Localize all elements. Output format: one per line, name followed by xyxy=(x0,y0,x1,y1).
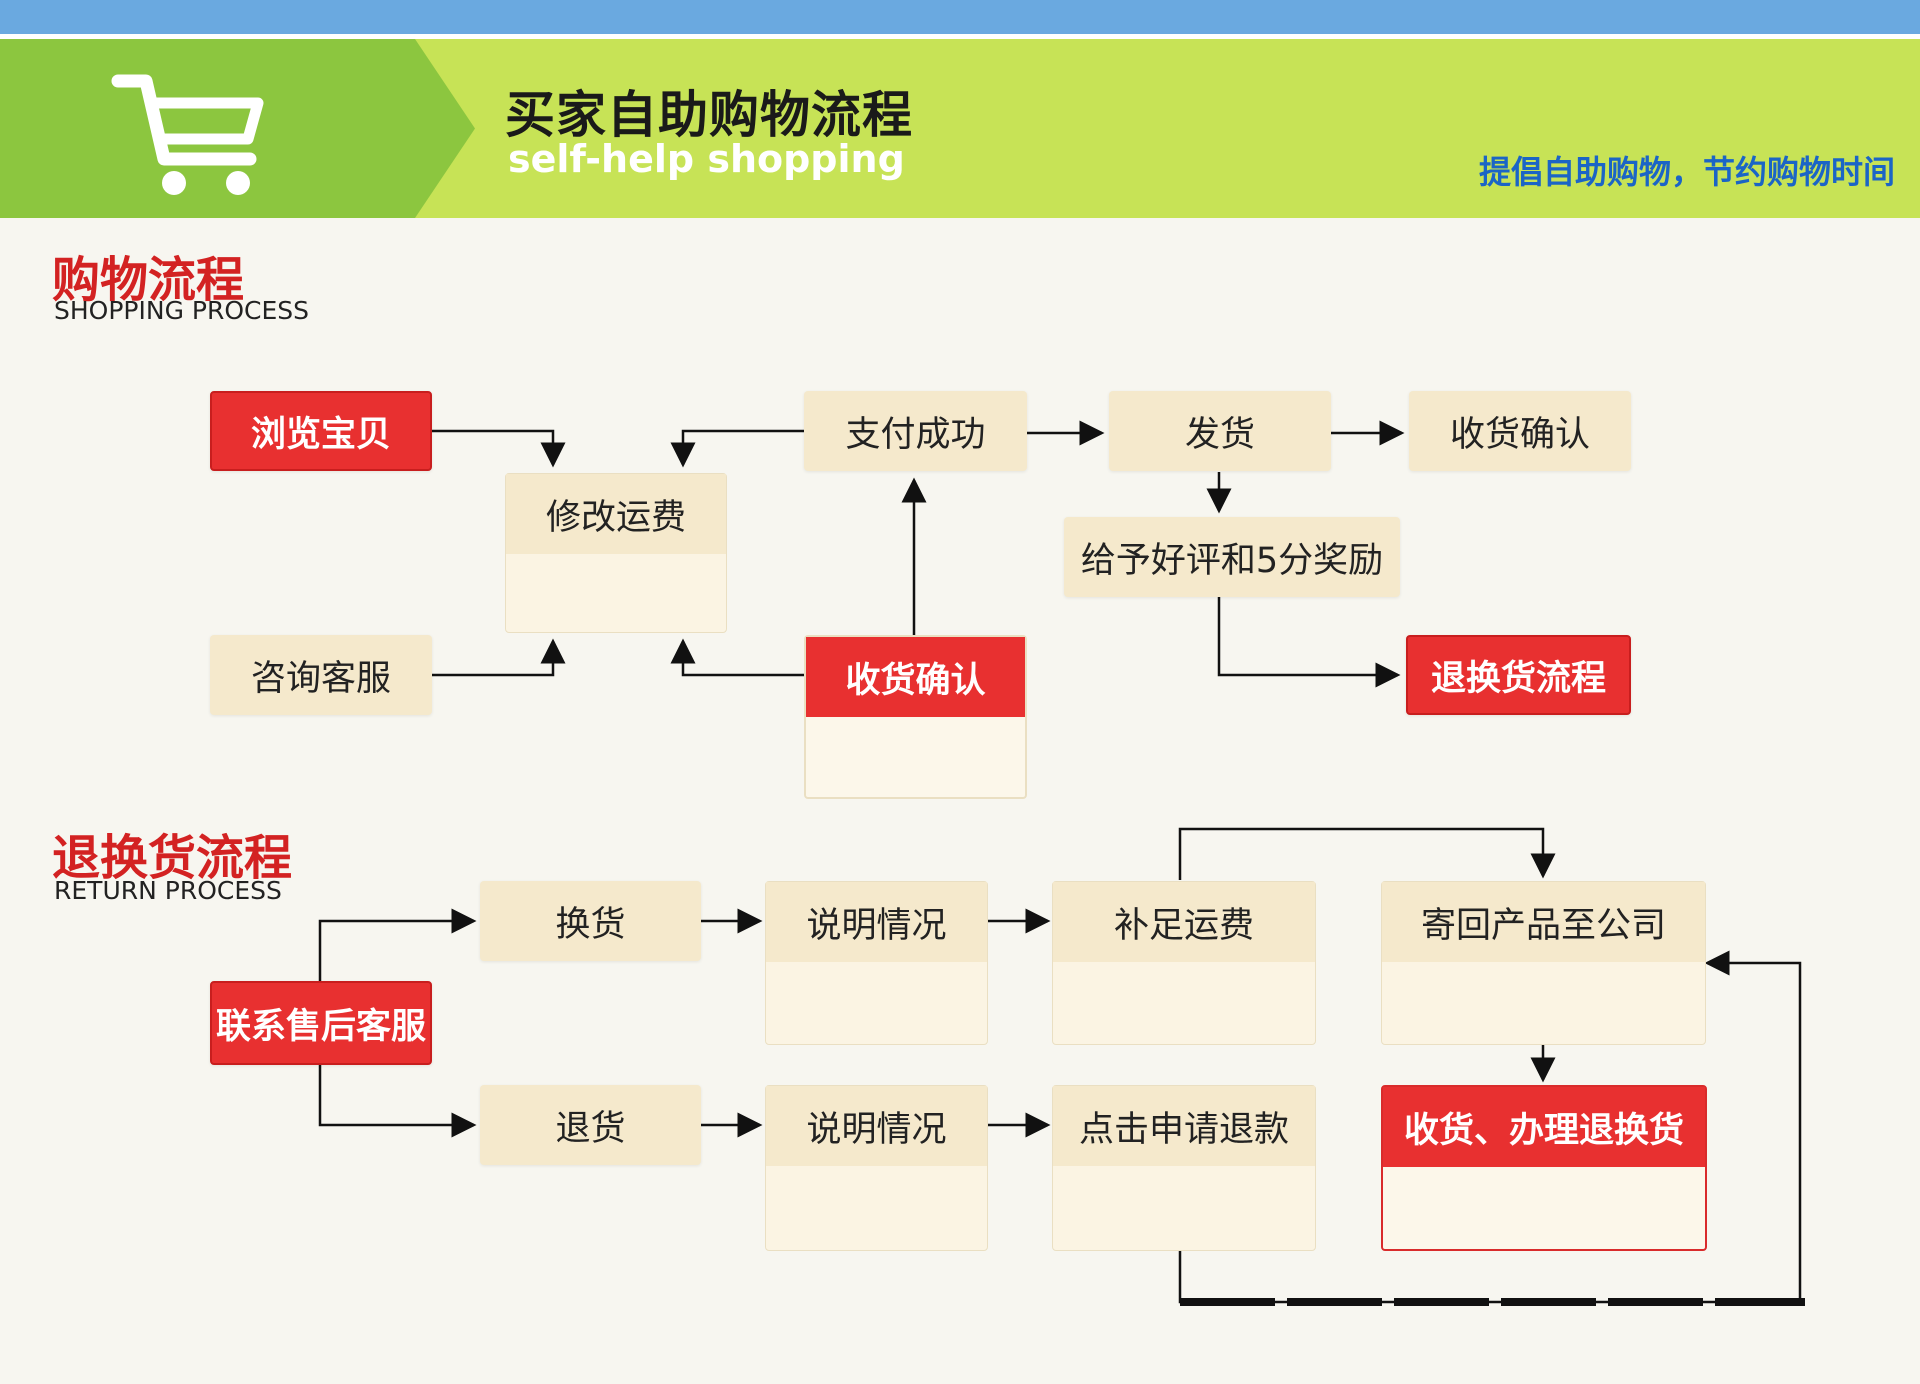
node-apply-refund-label: 点击申请退款 xyxy=(1053,1086,1315,1166)
arrow-contact-to-return xyxy=(318,1065,477,1138)
node-modify-shipping-label: 修改运费 xyxy=(506,474,726,554)
node-contact-service: 联系售后客服 xyxy=(210,981,432,1065)
banner-arrow-panel xyxy=(0,39,475,218)
node-explain-exchange-label: 说明情况 xyxy=(766,882,987,962)
node-modify-shipping: 修改运费 xyxy=(505,473,727,633)
node-supplement-shipping-label: 补足运费 xyxy=(1053,882,1315,962)
node-browse: 浏览宝贝 xyxy=(210,391,432,471)
node-send-back-label: 寄回产品至公司 xyxy=(1382,882,1705,962)
arrow-consult-to-modify xyxy=(432,638,566,677)
node-receive-process: 收货、办理退换货 xyxy=(1381,1085,1707,1251)
node-explain-exchange: 说明情况 xyxy=(765,881,988,1045)
node-consult: 咨询客服 xyxy=(210,635,432,715)
arrow-browse-to-modify xyxy=(432,429,566,468)
node-ship: 发货 xyxy=(1109,391,1331,471)
top-white-line xyxy=(0,34,1920,39)
node-rating: 给予好评和5分奖励 xyxy=(1064,517,1400,597)
top-blue-strip xyxy=(0,0,1920,34)
shopping-section-subtitle: SHOPPING PROCESS xyxy=(54,296,310,325)
banner-slogan: 提倡自助购物，节约购物时间 xyxy=(1478,153,1895,191)
node-return-goods: 退货 xyxy=(480,1085,701,1165)
arrow-pay-to-modify xyxy=(670,429,804,468)
arrow-supplement-to-sendback xyxy=(1178,827,1556,880)
shopping-cart-icon xyxy=(111,74,264,195)
header-banner: 买家自助购物流程 self-help shopping 提倡自助购物，节约购物时… xyxy=(0,39,1920,218)
banner-subtitle: self-help shopping xyxy=(508,137,905,181)
banner-title: 买家自助购物流程 xyxy=(505,86,913,144)
return-section-subtitle: RETURN PROCESS xyxy=(54,876,282,905)
node-receive-process-label: 收货、办理退换货 xyxy=(1383,1087,1705,1167)
node-apply-refund: 点击申请退款 xyxy=(1052,1085,1316,1251)
node-explain-return: 说明情况 xyxy=(765,1085,988,1251)
node-confirm-receipt: 收货确认 xyxy=(1409,391,1631,471)
node-pay-success: 支付成功 xyxy=(804,391,1027,471)
arrow-contact-to-exchange xyxy=(318,908,477,981)
node-send-back: 寄回产品至公司 xyxy=(1381,881,1706,1045)
shopping-section-title: 购物流程 xyxy=(52,252,245,308)
return-section-title: 退换货流程 xyxy=(52,830,293,886)
arrow-rating-to-return xyxy=(1217,597,1401,688)
node-return-flow: 退换货流程 xyxy=(1406,635,1631,715)
node-confirm-receipt-red: 收货确认 xyxy=(804,635,1027,799)
arrow-confirm-to-modify xyxy=(670,638,804,677)
node-exchange: 换货 xyxy=(480,881,701,961)
node-supplement-shipping: 补足运费 xyxy=(1052,881,1316,1045)
node-confirm-receipt-red-label: 收货确认 xyxy=(806,637,1025,717)
node-explain-return-label: 说明情况 xyxy=(766,1086,987,1166)
